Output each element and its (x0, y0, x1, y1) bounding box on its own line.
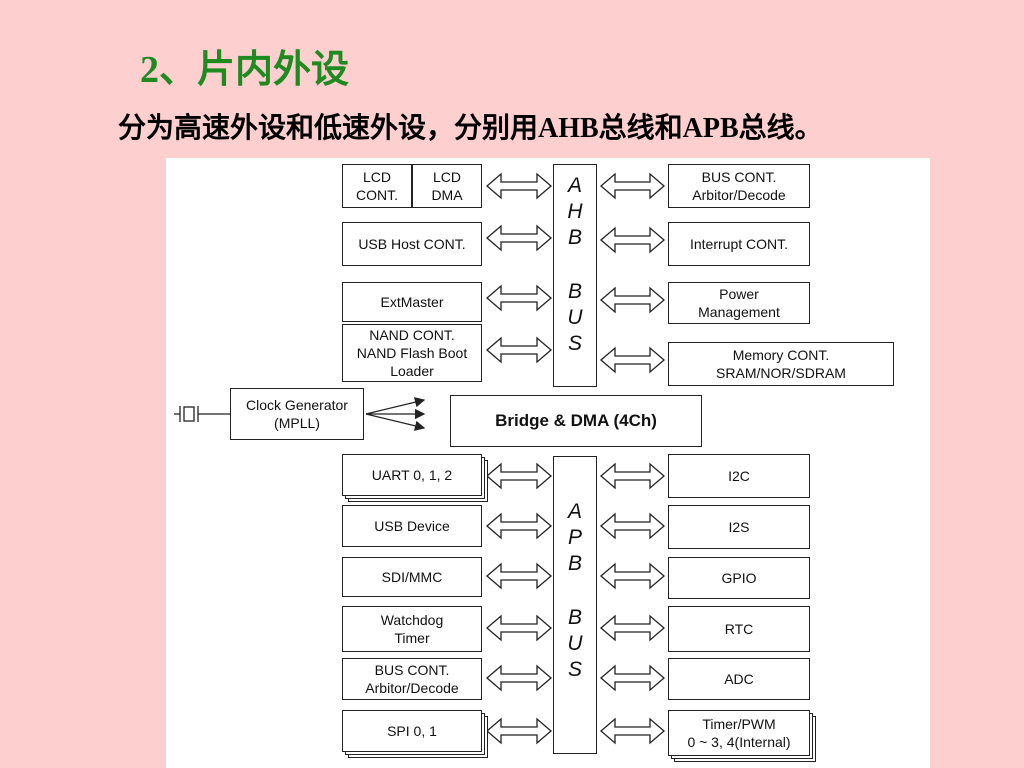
usb-device-label: USB Device (374, 518, 450, 534)
apb-left-arrow (486, 512, 552, 540)
i2s-label: I2S (728, 519, 750, 535)
usb-host-cont: USB Host CONT. (342, 222, 482, 266)
memory-cont-label: SRAM/NOR/SDRAM (716, 365, 846, 381)
ahb-right-arrow (600, 286, 665, 314)
lcd-dma-label: LCD (432, 169, 461, 185)
apb-right-arrow (600, 664, 665, 692)
bus-cont-ahb: BUS CONT. Arbitor/Decode (668, 164, 810, 208)
spi: SPI 0, 1 (342, 710, 482, 752)
usb-host-cont-label: USB Host CONT. (358, 236, 466, 252)
apb-left-arrow (486, 664, 552, 692)
ahb-bus-letter: S (567, 332, 582, 355)
memory-cont-label: Memory CONT. (732, 347, 830, 363)
bus-cont-ahb-label: BUS CONT. (701, 169, 777, 185)
lcd-cont-label: LCD (362, 169, 391, 185)
rtc-label: RTC (724, 621, 754, 637)
apb-left-arrow (486, 614, 552, 642)
memory-cont: Memory CONT. SRAM/NOR/SDRAM (668, 342, 894, 386)
lcd-cont-label: CONT. (356, 187, 398, 203)
extmaster-label: ExtMaster (380, 294, 444, 310)
bus-cont-apb-label: Arbitor/Decode (365, 680, 459, 696)
gpio-label: GPIO (721, 570, 757, 586)
apb-left-arrow (486, 462, 552, 490)
sdi-mmc: SDI/MMC (342, 557, 482, 597)
i2s: I2S (668, 505, 810, 549)
apb-right-arrow (600, 462, 665, 490)
nand-cont-label: Loader (390, 363, 434, 379)
connector-layer (174, 172, 665, 745)
timer-pwm-label: 0 ~ 3, 4(Internal) (687, 734, 791, 750)
bridge-dma: Bridge & DMA (4Ch) (450, 395, 702, 447)
spi-label: SPI 0, 1 (387, 723, 437, 739)
nand-cont-label: NAND CONT. (369, 327, 455, 343)
nand-cont-label: NAND Flash Boot (356, 345, 468, 361)
apb-bus-letter: S (567, 658, 582, 681)
sdi-mmc-label: SDI/MMC (381, 569, 443, 585)
ahb-right-arrow (600, 226, 665, 254)
watchdog-timer-label: Watchdog (380, 612, 444, 628)
apb-left-arrow (486, 717, 552, 745)
crystal-oscillator-icon (174, 406, 230, 422)
ahb-left-arrow (486, 172, 552, 200)
bus-cont-ahb-label: Arbitor/Decode (692, 187, 786, 203)
adc-label: ADC (724, 671, 754, 687)
apb-bus-letter: P (567, 526, 582, 549)
timer-pwm-label: Timer/PWM (702, 716, 776, 732)
ahb-bus-letter: U (567, 306, 583, 329)
apb-bus-letter: B (567, 606, 582, 629)
ahb-left-arrow (486, 224, 552, 252)
apb-bus-letter: B (567, 552, 582, 575)
bus-cont-apb-label: BUS CONT. (374, 662, 450, 678)
lcd-cont: LCD CONT. (342, 164, 412, 208)
lcd-dma: LCD DMA (412, 164, 482, 208)
i2c: I2C (668, 454, 810, 498)
slide-title: 2、片内外设 (140, 49, 350, 91)
i2c-label: I2C (728, 468, 750, 484)
slide-subtitle: 分为高速外设和低速外设，分别用AHB总线和APB总线。 (118, 113, 823, 144)
gpio: GPIO (668, 557, 810, 599)
ahb-right-arrow (600, 346, 665, 374)
extmaster: ExtMaster (342, 282, 482, 322)
usb-device: USB Device (342, 505, 482, 547)
clock-generator-line-1: Clock Generator (246, 397, 348, 413)
clock-generator-line-2: (MPLL) (274, 415, 320, 431)
clock-generator: Clock Generator (MPLL) (230, 388, 364, 440)
ahb-bus-letter: B (567, 226, 582, 249)
uart: UART 0, 1, 2 (342, 454, 482, 496)
power-management-label: Power (719, 286, 759, 302)
watchdog-timer-label: Timer (394, 630, 430, 646)
rtc: RTC (668, 606, 810, 652)
interrupt-cont: Interrupt CONT. (668, 222, 810, 266)
apb-bus-letter: U (567, 632, 583, 655)
apb-bus-letter: A (567, 500, 582, 523)
ahb-left-arrow (486, 284, 552, 312)
clock-fanout-arrow (365, 413, 426, 431)
ahb-left-arrow (486, 336, 552, 364)
timer-pwm: Timer/PWM 0 ~ 3, 4(Internal) (668, 710, 810, 756)
ahb-right-arrow (600, 172, 665, 200)
clock-fanout-arrow (365, 397, 426, 415)
apb-right-arrow (600, 512, 665, 540)
apb-right-arrow (600, 562, 665, 590)
ahb-bus-letter: H (567, 200, 583, 223)
interrupt-cont-label: Interrupt CONT. (689, 236, 789, 252)
ahb-bus-letter: B (567, 280, 582, 303)
apb-left-arrow (486, 562, 552, 590)
apb-right-arrow (600, 614, 665, 642)
adc: ADC (668, 658, 810, 700)
bus-cont-apb: BUS CONT. Arbitor/Decode (342, 658, 482, 700)
uart-label: UART 0, 1, 2 (371, 467, 453, 483)
power-management-label: Management (698, 304, 780, 320)
apb-right-arrow (600, 717, 665, 745)
lcd-dma-label: DMA (431, 187, 463, 203)
ahb-bus-letter: A (567, 174, 582, 197)
